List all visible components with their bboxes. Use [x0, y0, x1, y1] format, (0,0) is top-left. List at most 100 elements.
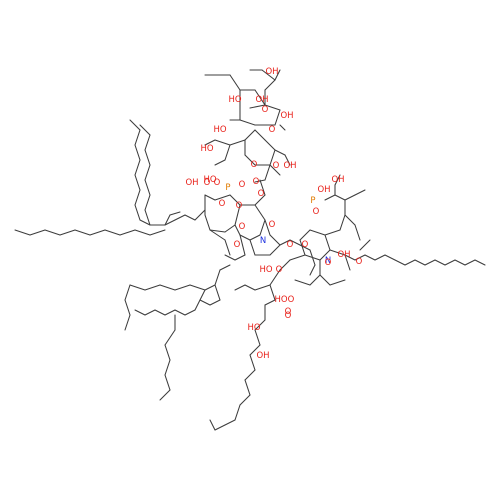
- bond-33: [264, 164, 271, 181]
- bond-4: [264, 104, 281, 111]
- bond-180: [209, 229, 226, 241]
- bond-156: [424, 259, 436, 266]
- bond-130: [269, 269, 281, 286]
- bond-76: [249, 239, 256, 256]
- bond-39: [134, 174, 141, 191]
- bond-168: [334, 174, 341, 186]
- bond-35: [129, 119, 141, 131]
- bond-53: [89, 229, 106, 236]
- bond-165: [334, 194, 346, 201]
- bond-87: [214, 269, 221, 286]
- atom-label-o: O: [273, 161, 280, 171]
- atom-label-n: N: [325, 256, 331, 266]
- bond-115: [309, 229, 326, 236]
- bond-45: [174, 214, 186, 221]
- bond-59: [169, 211, 181, 216]
- bond-150: [364, 254, 376, 261]
- bond-152: [384, 254, 396, 261]
- bond-171: [354, 224, 361, 241]
- atom-label-o: O: [219, 199, 226, 209]
- atom-label-o: O: [239, 222, 246, 232]
- atom-label-o: O: [258, 189, 265, 199]
- bond-25: [229, 139, 246, 146]
- bond-31: [274, 149, 286, 156]
- bond-58: [164, 214, 171, 226]
- bond-7: [239, 119, 256, 126]
- bond-154: [404, 259, 416, 266]
- bond-90: [174, 284, 191, 291]
- bond-66: [204, 214, 211, 231]
- bond-102: [174, 309, 186, 316]
- atom-label-p: P: [310, 196, 315, 206]
- bond-117: [319, 249, 331, 261]
- bond-161: [474, 259, 486, 266]
- bond-26: [224, 144, 231, 161]
- bond-61: [214, 194, 231, 201]
- bond-114: [299, 229, 311, 241]
- bond-143: [214, 424, 226, 431]
- bond-145: [254, 284, 271, 291]
- atom-label-oh: OH: [256, 351, 269, 361]
- bond-72: [259, 219, 266, 236]
- bond-83: [239, 234, 246, 256]
- bond-81: [279, 239, 291, 246]
- atom-label-o: O: [262, 105, 269, 115]
- atom-label-o: O: [269, 125, 276, 135]
- bond-50: [44, 229, 61, 236]
- bond-101: [184, 309, 196, 316]
- bond-153: [394, 259, 406, 266]
- bond-134: [254, 319, 266, 331]
- bond-164: [324, 194, 336, 201]
- bond-5: [274, 109, 281, 126]
- bond-109: [164, 344, 171, 361]
- atom-label-oh: OH: [283, 161, 296, 171]
- atom-label-o: O: [214, 178, 221, 188]
- bond-80: [264, 219, 271, 236]
- bond-126: [319, 274, 331, 286]
- bond-62: [229, 194, 241, 206]
- bond-52: [74, 229, 91, 236]
- bond-84: [234, 254, 246, 261]
- bond-46: [184, 214, 196, 221]
- bond-36: [134, 129, 141, 146]
- bond-119: [299, 239, 306, 256]
- bond-112: [159, 389, 171, 401]
- bond-49: [29, 229, 46, 236]
- bond-157: [434, 259, 446, 266]
- bond-30: [269, 164, 281, 176]
- atom-label-o: O: [253, 177, 260, 187]
- bond-142: [224, 419, 236, 426]
- bond-75: [234, 224, 241, 236]
- bond-42: [139, 219, 151, 226]
- bond-160: [464, 259, 476, 266]
- bond-74: [239, 234, 251, 241]
- bond-162: [359, 239, 371, 251]
- bond-73: [249, 234, 261, 241]
- atom-label-ho: HO: [259, 265, 272, 275]
- bond-79: [269, 234, 281, 246]
- bond-96: [124, 314, 131, 331]
- atom-label-o: O: [239, 180, 246, 190]
- bond-144: [209, 419, 216, 431]
- atom-label-o: O: [269, 220, 276, 230]
- bond-99: [199, 299, 211, 306]
- bond-20: [244, 154, 256, 166]
- bond-22: [269, 149, 276, 166]
- bond-128: [289, 254, 306, 261]
- bond-179: [144, 209, 151, 226]
- atom-label-o: O: [285, 307, 292, 317]
- bond-44: [164, 219, 176, 226]
- bond-137: [249, 354, 256, 371]
- bond-132: [264, 299, 276, 306]
- bond-138: [244, 369, 256, 381]
- bond-110: [164, 359, 171, 376]
- bond-105: [144, 309, 156, 316]
- bond-129: [279, 259, 291, 271]
- bond-60: [204, 194, 216, 201]
- atom-label-oh: OH: [331, 175, 344, 185]
- bond-131: [269, 284, 276, 301]
- atom-label-o: O: [287, 240, 294, 250]
- bond-181: [224, 239, 231, 256]
